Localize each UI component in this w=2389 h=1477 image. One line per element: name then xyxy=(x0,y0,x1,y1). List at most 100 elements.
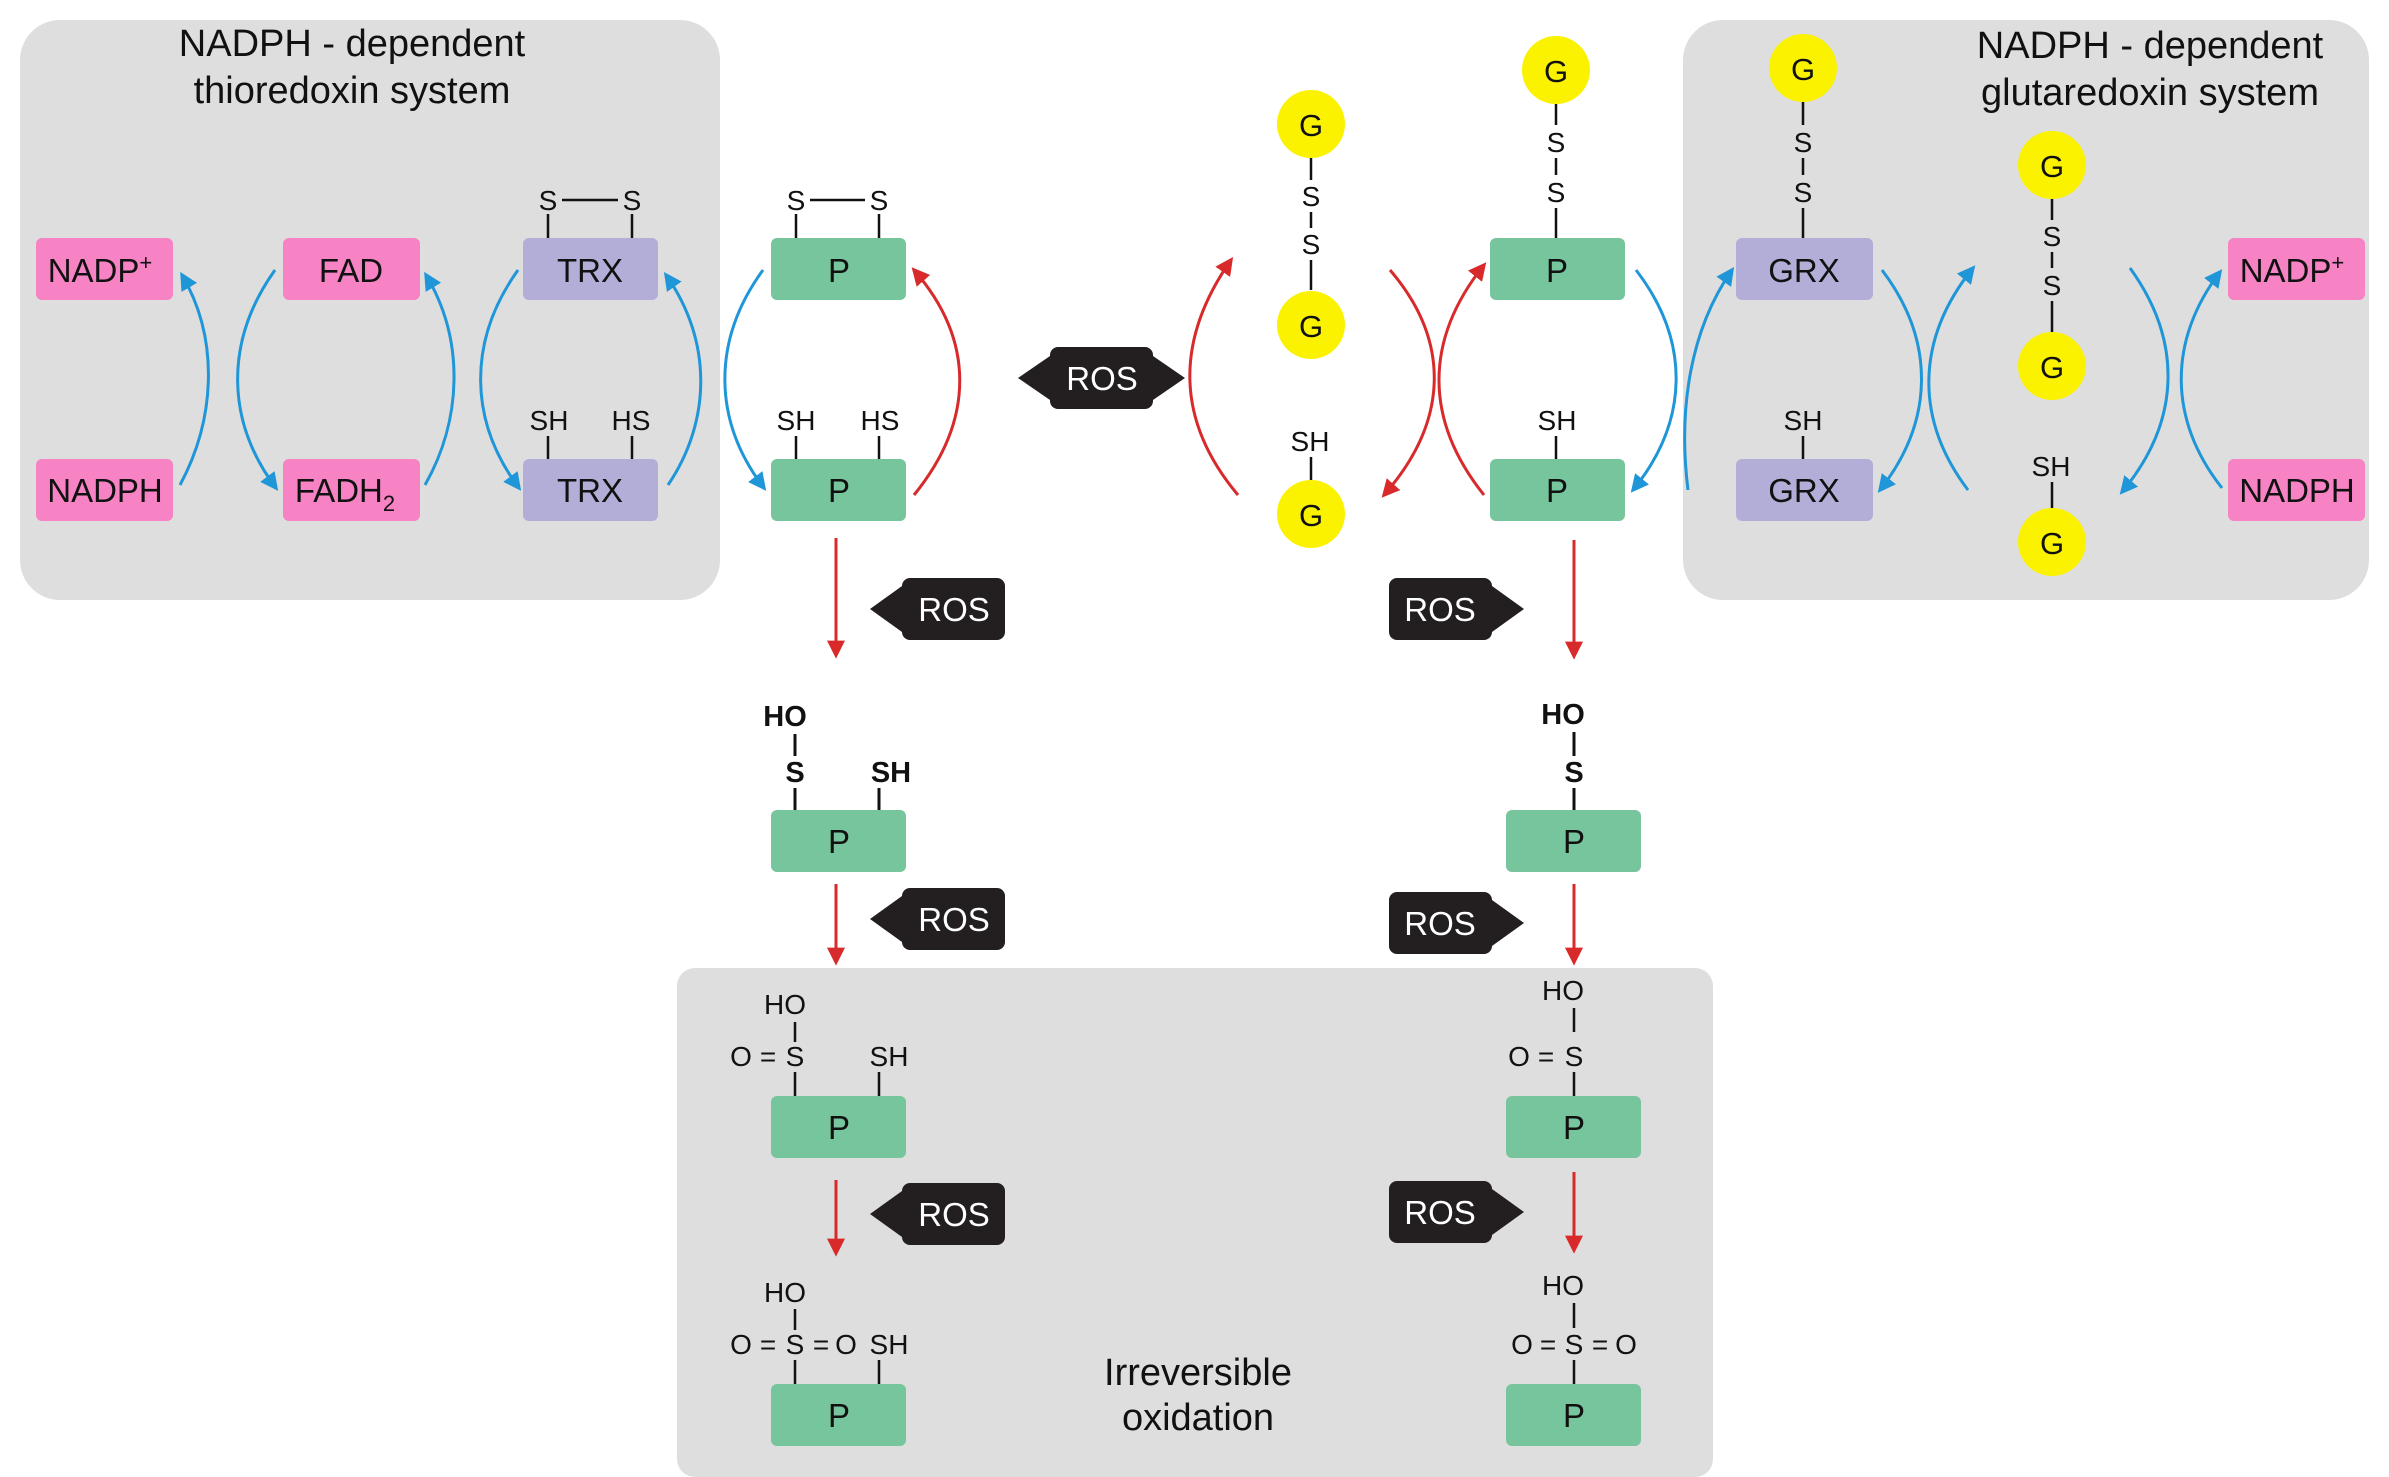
sulfenic-ho: HO xyxy=(763,701,807,733)
thioredoxin-title-line1: NADPH - dependent xyxy=(179,23,526,65)
ros-label: ROS xyxy=(1404,905,1476,942)
protein-hs: HS xyxy=(861,405,900,436)
trx-s-right: S xyxy=(623,185,642,216)
fad-to-fadh2-arrow xyxy=(236,269,279,491)
trx-hs: HS xyxy=(612,405,651,436)
protein-reduced-box-right xyxy=(1490,459,1625,521)
glutathione-label: G xyxy=(2040,149,2064,184)
trx-oxidized-box xyxy=(523,238,658,300)
glutathione-circle xyxy=(1522,36,1590,104)
sulfinic-eq: = xyxy=(760,1041,776,1072)
protein-reduced-box-left xyxy=(771,459,906,521)
protein-s-right: S xyxy=(870,185,889,216)
nadp-plus-box-left xyxy=(36,238,173,300)
thioredoxin-title-line2: thioredoxin system xyxy=(194,70,511,112)
sulfonic-r-s: S xyxy=(1565,1329,1584,1360)
nadp-plus-label-left: NADP+ xyxy=(48,250,153,289)
ros-badge: ROS xyxy=(870,578,1005,640)
glutathione-circle xyxy=(1277,480,1345,548)
protein-sulfenic-box-right xyxy=(1506,810,1641,872)
gssg-r-s2: S xyxy=(2043,270,2062,301)
trx-reduced-label: TRX xyxy=(557,472,623,509)
nadph-box-left xyxy=(36,459,173,521)
ros-badge: ROS xyxy=(870,1183,1005,1245)
nadph-label-left: NADPH xyxy=(47,472,163,509)
fadh2-to-fad-arrow xyxy=(423,271,456,486)
sulfenic-s: S xyxy=(785,757,804,789)
grxred-to-grxox-arrow xyxy=(1683,267,1735,491)
glutathione-circle xyxy=(1769,34,1837,102)
gsh-to-gssg-arrow xyxy=(1188,257,1240,496)
protein-sulfinic-box-right xyxy=(1506,1096,1641,1158)
protein-s-left: S xyxy=(787,185,806,216)
ros-badge: ROS xyxy=(1389,1181,1524,1243)
sulfonic-sh: SH xyxy=(870,1329,909,1360)
protein-label: P xyxy=(828,472,850,509)
protein-label: P xyxy=(1546,252,1568,289)
ros-badge: ROS xyxy=(870,888,1005,950)
gssg-to-gsh-arrow xyxy=(1381,269,1436,498)
sulfinic-o: O xyxy=(730,1041,752,1072)
sulfonic-r-o1: O xyxy=(1511,1329,1533,1360)
glutaredoxin-panel xyxy=(1683,20,2369,600)
sulfinic-r-o: O xyxy=(1508,1041,1530,1072)
ros-label: ROS xyxy=(1404,591,1476,628)
irreversible-title-line1: Irreversible xyxy=(1104,1352,1292,1394)
gssg-s2: S xyxy=(1302,229,1321,260)
grxsg-s1: S xyxy=(1794,127,1813,158)
glutathione-circle xyxy=(2018,332,2086,400)
glutathione-label: G xyxy=(1299,498,1323,533)
grx-reduced-box xyxy=(1736,459,1873,521)
nadph-label-right: NADPH xyxy=(2239,472,2355,509)
sulfonic-eq1: = xyxy=(760,1329,776,1360)
ros-badge: ROS xyxy=(1389,578,1524,640)
protein-ox-to-red-arrow xyxy=(723,269,767,491)
gsh-sh: SH xyxy=(1291,426,1330,457)
protein-label: P xyxy=(828,823,850,860)
sulfenic-r-s: S xyxy=(1564,757,1583,789)
protein-label: P xyxy=(1563,1109,1585,1146)
protein-sulfinic-box-left xyxy=(771,1096,906,1158)
fad-box xyxy=(283,238,420,300)
nadph-to-nadp-right-arrow xyxy=(2179,269,2224,489)
protein-glutathionylated-box xyxy=(1490,238,1625,300)
fadh2-label: FADH2 xyxy=(295,472,395,516)
protein-sulfonic-box-left xyxy=(771,1384,906,1446)
trx-to-trxred-arrow xyxy=(479,269,522,491)
grx-reduced-label: GRX xyxy=(1768,472,1840,509)
glutathione-label: G xyxy=(2040,526,2064,561)
ros-label: ROS xyxy=(918,901,990,938)
sulfinic-s: S xyxy=(786,1041,805,1072)
trxred-to-trx-arrow xyxy=(663,272,703,486)
fadh2-box xyxy=(283,459,420,521)
psg-s1: S xyxy=(1547,127,1566,158)
sulfonic-o2: O xyxy=(835,1329,857,1360)
glutaredoxin-title-line1: NADPH - dependent xyxy=(1977,25,2324,67)
trx-sh: SH xyxy=(530,405,569,436)
glutathione-label: G xyxy=(1299,108,1323,143)
glutathionylation-arrow xyxy=(1437,262,1487,496)
protein-sulfenic-box-left xyxy=(771,810,906,872)
nadp-plus-box-right xyxy=(2228,238,2365,300)
glutathione-circle xyxy=(2018,508,2086,576)
nadph-box-right xyxy=(2228,459,2365,521)
ros-label: ROS xyxy=(918,591,990,628)
sulfinic-r-ho: HO xyxy=(1542,975,1584,1006)
deglutathionylation-arrow xyxy=(1630,269,1678,493)
glutathione-label: G xyxy=(1299,309,1323,344)
glutathione-circle xyxy=(1277,90,1345,158)
sulfinic-r-s: S xyxy=(1565,1041,1584,1072)
grx-oxidized-label: GRX xyxy=(1768,252,1840,289)
gsh-r-sh: SH xyxy=(2032,451,2071,482)
sulfonic-r-ho: HO xyxy=(1542,1270,1584,1301)
sulfenic-r-ho: HO xyxy=(1541,699,1585,731)
protein-sh: SH xyxy=(777,405,816,436)
sulfinic-sh: SH xyxy=(870,1041,909,1072)
ros-label: ROS xyxy=(1404,1194,1476,1231)
ros-label: ROS xyxy=(918,1196,990,1233)
grxox-to-grxred-arrow xyxy=(1877,269,1923,493)
sulfinic-ho: HO xyxy=(764,989,806,1020)
sulfonic-o1: O xyxy=(730,1329,752,1360)
